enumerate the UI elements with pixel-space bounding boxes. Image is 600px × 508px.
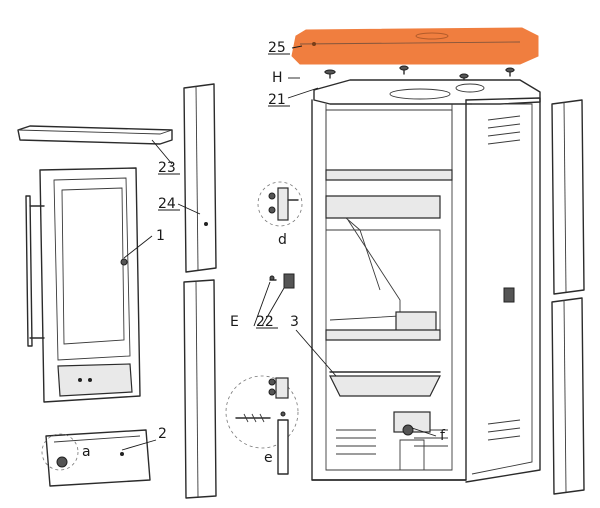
label-e: e <box>264 450 273 466</box>
label-21: 21 <box>268 92 286 108</box>
detail-d <box>257 181 303 227</box>
part-23-lid <box>17 125 173 145</box>
label-23: 23 <box>158 160 176 176</box>
right-side-panels <box>551 99 585 495</box>
label-h: H <box>272 70 283 86</box>
label-f: f <box>440 428 446 444</box>
label-24: 24 <box>158 196 176 212</box>
label-3: 3 <box>290 314 299 330</box>
leader-lines <box>121 45 437 451</box>
label-2: 2 <box>158 426 167 442</box>
label-1: 1 <box>156 228 165 244</box>
label-e-upper: E <box>230 314 239 330</box>
part-22-bracket <box>269 273 295 289</box>
side-panel-lower-center <box>183 279 217 499</box>
part-2-ash-door <box>41 429 151 487</box>
label-22: 22 <box>256 314 274 330</box>
part-labels: 25 H 21 23 24 1 2 a d E 22 3 e f <box>82 40 446 466</box>
stove-body <box>311 79 541 483</box>
label-25: 25 <box>268 40 286 56</box>
label-a: a <box>82 444 91 460</box>
part-24-side-panel-upper <box>183 83 217 273</box>
detail-e <box>225 375 299 475</box>
part-25-top-cover-highlighted[interactable] <box>291 27 539 65</box>
label-d: d <box>278 232 287 248</box>
part-1-door <box>25 167 141 403</box>
screws-h <box>324 65 515 83</box>
